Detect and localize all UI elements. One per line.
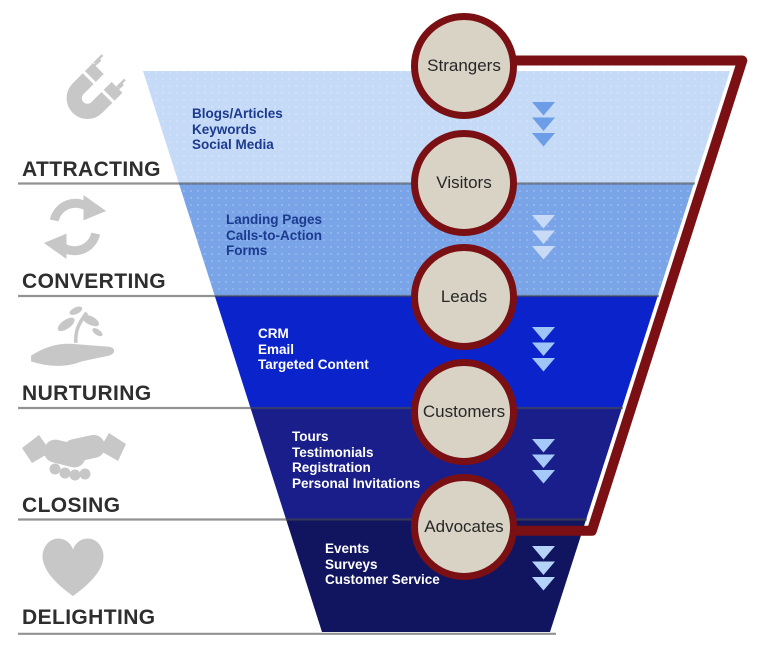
flow-arrows-customers	[532, 439, 555, 484]
flow-arrows-leads	[532, 327, 555, 372]
tactic-item: Personal Invitations	[292, 475, 421, 491]
tactic-item: Tours	[292, 429, 329, 444]
circle-advocates	[411, 474, 517, 580]
circle-customers	[411, 359, 517, 465]
stage-label-closing: CLOSING	[22, 494, 121, 517]
journey-line	[503, 55, 748, 536]
circle-label-strangers: Strangers	[427, 56, 501, 75]
down-arrow-icon	[532, 327, 555, 341]
down-arrow-icon	[532, 342, 555, 356]
circle-label-visitors: Visitors	[436, 173, 492, 192]
down-arrow-icon	[532, 561, 555, 575]
down-arrow-icon	[532, 358, 555, 372]
tactic-item: Surveys	[325, 556, 378, 572]
circle-strangers	[411, 13, 517, 119]
tactic-item: Targeted Content	[258, 357, 369, 372]
tactic-item: Customer Service	[325, 572, 440, 587]
stage-label-nurturing: NURTURING	[22, 382, 152, 405]
tactics-customers: Tours Testimonials Registration Personal…	[292, 429, 420, 491]
down-arrow-icon	[532, 215, 555, 229]
stage-label-attracting: ATTRACTING	[22, 158, 161, 181]
tactic-item: Blogs/Articles	[192, 106, 283, 121]
down-arrow-icon	[532, 117, 555, 131]
down-arrow-icon	[532, 246, 555, 260]
tactics-leads: CRM Email Targeted Content	[258, 326, 369, 373]
handshake-icon	[22, 426, 126, 488]
tactic-item: Landing Pages	[226, 212, 323, 227]
magnet-icon	[24, 54, 130, 156]
hand-with-plant-icon	[26, 300, 121, 378]
down-arrow-icon	[532, 454, 555, 468]
flow-arrows-strangers	[532, 102, 555, 147]
heart-icon	[34, 530, 112, 600]
circle-label-leads: Leads	[440, 287, 488, 306]
tactics-visitors: Landing Pages Calls-to-Action Forms	[226, 212, 322, 259]
tactic-item: Social Media	[192, 137, 274, 152]
tactic-item: Testimonials	[292, 444, 374, 460]
down-arrow-icon	[532, 133, 555, 147]
flow-arrows-visitors	[532, 215, 555, 260]
tactics-advocates: Events Surveys Customer Service	[325, 541, 440, 588]
tactics-strangers: Blogs/Articles Keywords Social Media	[192, 106, 283, 153]
tactic-item: Registration	[292, 460, 371, 475]
down-arrow-icon	[532, 439, 555, 453]
down-arrow-icon	[532, 102, 555, 116]
down-arrow-icon	[532, 577, 555, 591]
tactic-item: Events	[325, 541, 370, 556]
sync-arrows-icon	[40, 194, 110, 260]
circle-label-advocates: Advocates	[424, 517, 504, 536]
circle-visitors	[411, 130, 517, 236]
flow-arrows-advocates	[532, 546, 555, 591]
stage-label-converting: CONVERTING	[22, 270, 167, 293]
band-leads	[214, 296, 658, 408]
tactic-item: CRM	[258, 326, 289, 341]
band-customers	[250, 408, 622, 520]
tactic-item: Forms	[226, 243, 268, 258]
tactic-item: Calls-to-Action	[226, 227, 322, 243]
stage-label-delighting: DELIGHTING	[22, 606, 156, 629]
down-arrow-icon	[532, 470, 555, 484]
circle-leads	[411, 244, 517, 350]
circle-label-customers: Customers	[422, 402, 506, 421]
persona-circles	[411, 13, 517, 580]
down-arrow-icon	[532, 230, 555, 244]
down-arrow-icon	[532, 546, 555, 560]
tactic-item: Email	[258, 341, 295, 357]
tactic-item: Keywords	[192, 121, 257, 137]
